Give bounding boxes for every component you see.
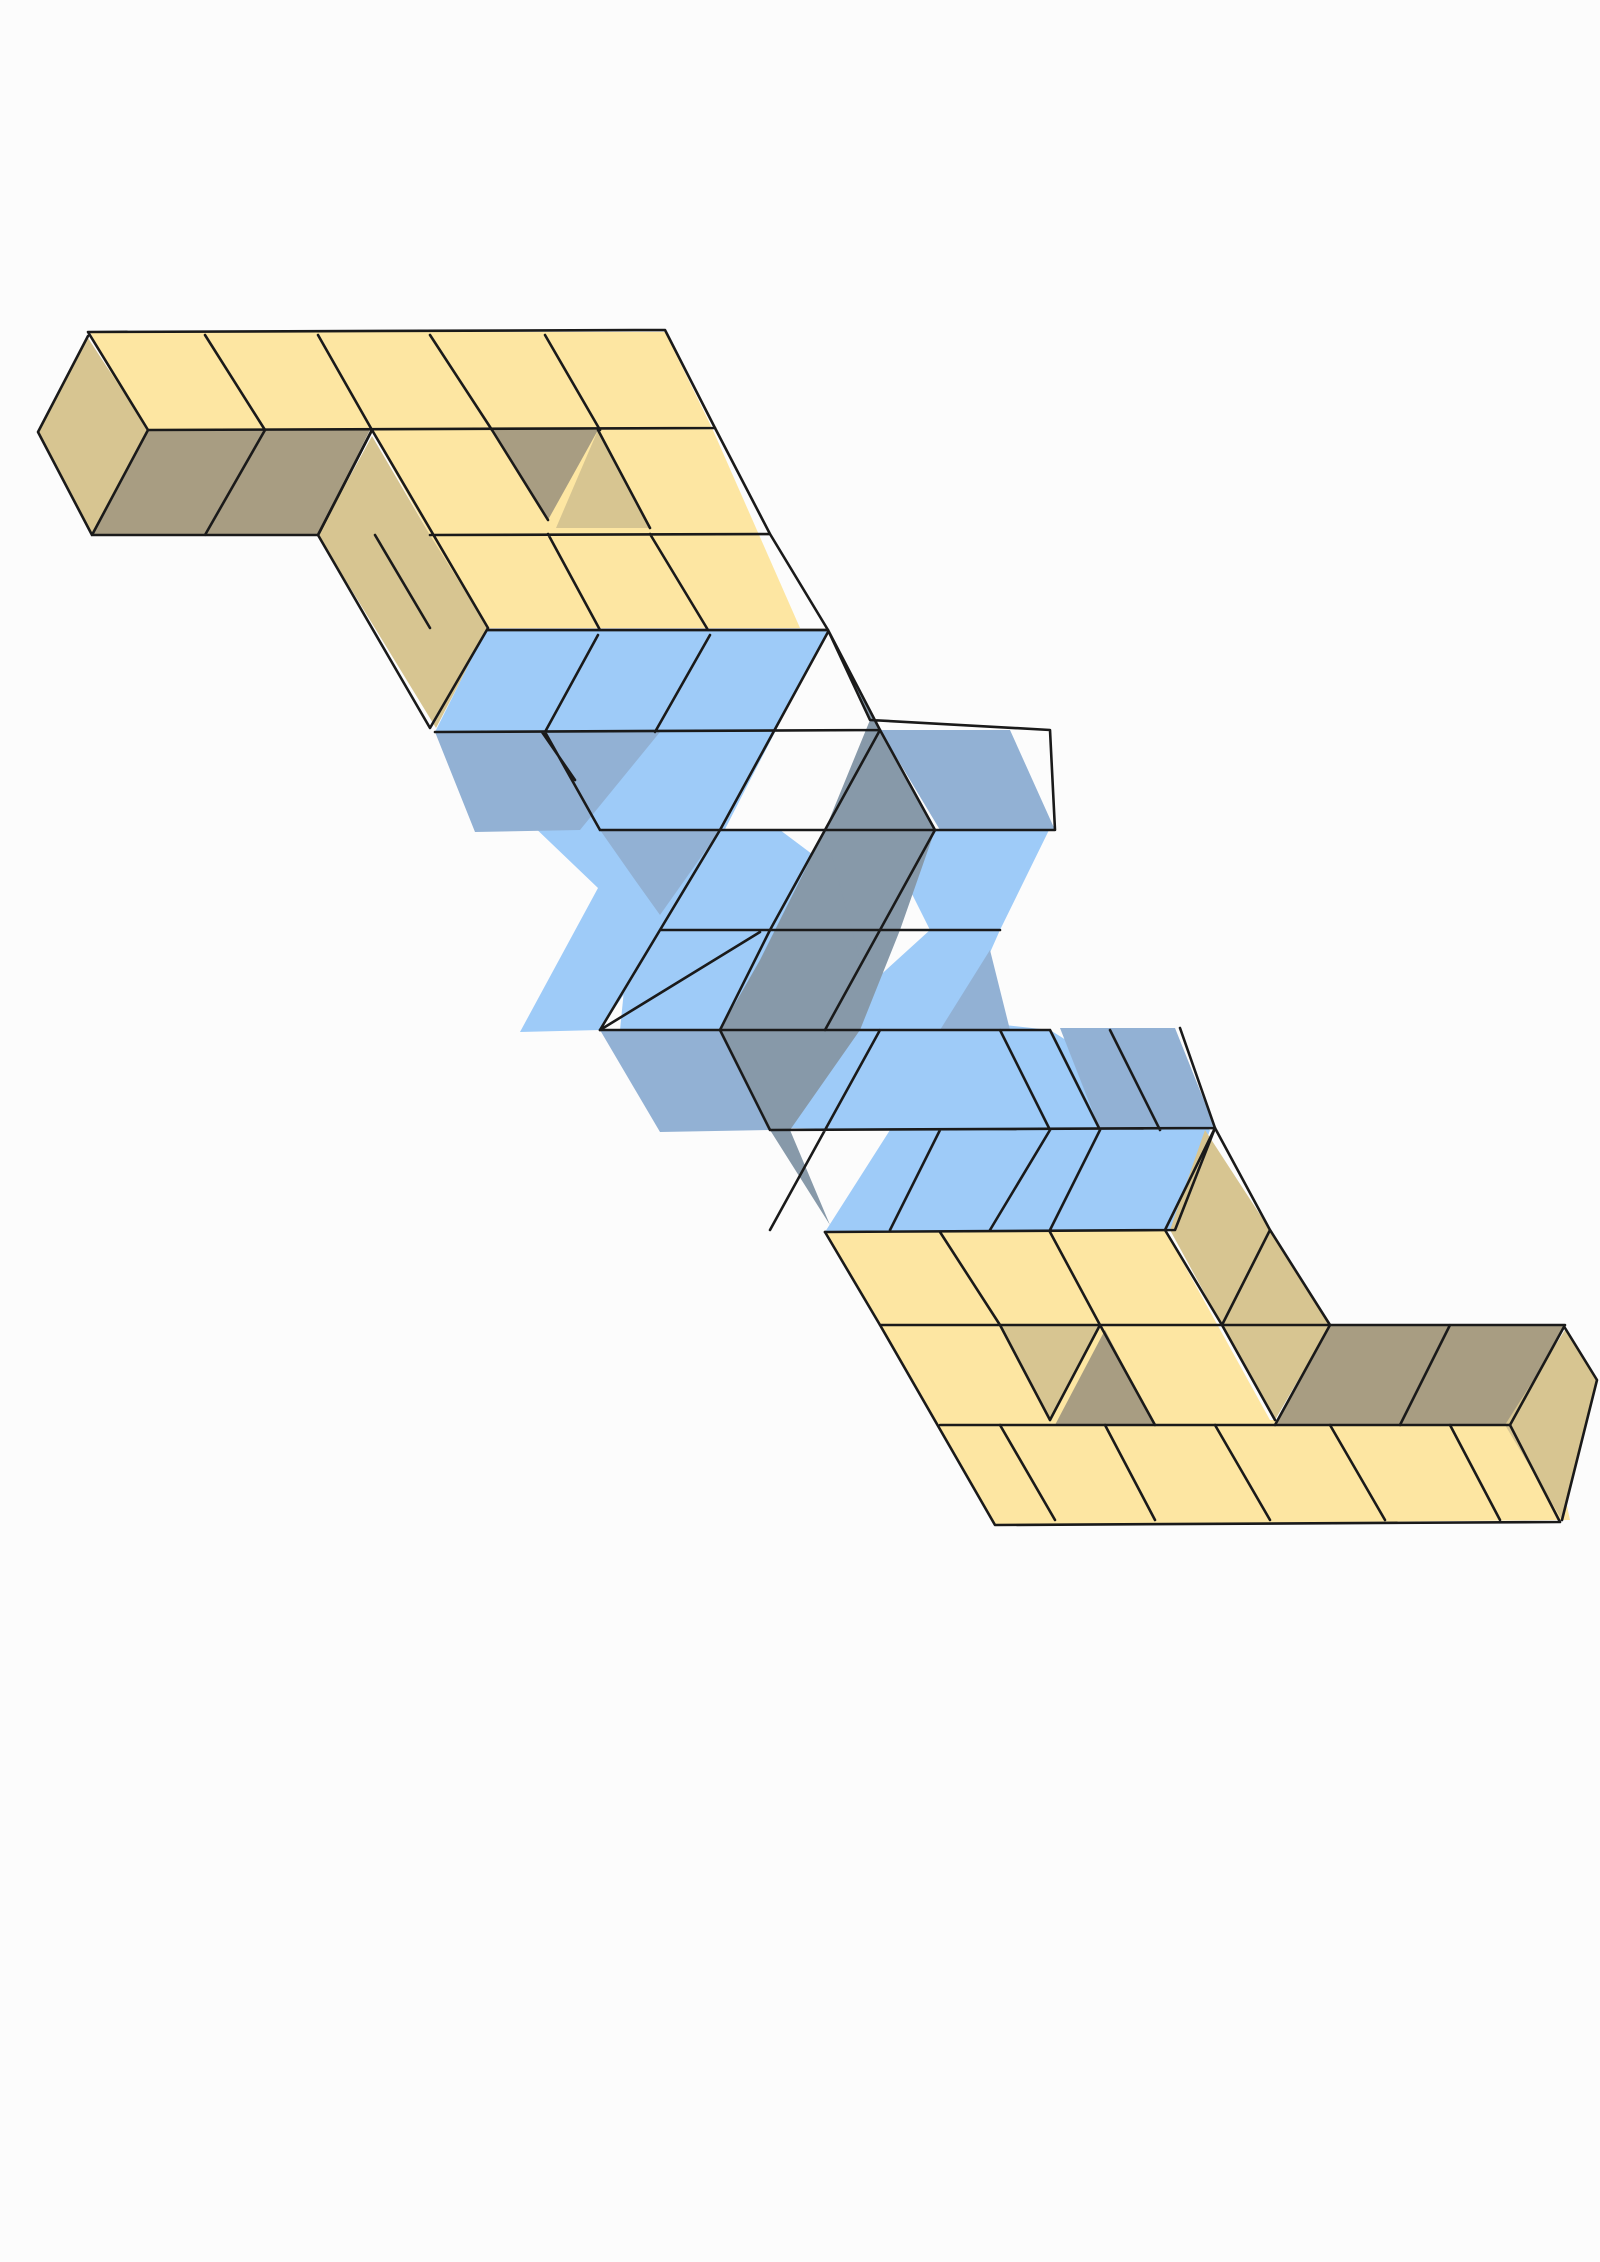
yellow-side-triangle-lower bbox=[1000, 1325, 1100, 1420]
ink-lower-band bbox=[823, 1230, 1562, 1527]
blue-side-right-lower bbox=[940, 950, 1010, 1030]
yellow-diagonal-lower bbox=[825, 1230, 1570, 1525]
yellow-side-triangle-upper bbox=[556, 430, 650, 528]
yellow-dark-triangle-upper bbox=[492, 428, 598, 520]
blue-side-left-lower bbox=[600, 1030, 770, 1132]
blue-dark-diamond bbox=[825, 730, 935, 960]
ink-upper-diagonal bbox=[316, 426, 830, 730]
ink-blue-main bbox=[433, 628, 1057, 832]
blue-side-left-upper bbox=[435, 732, 660, 832]
yellow-side-lower-diagonal bbox=[1170, 1130, 1330, 1420]
ink-lines bbox=[36, 328, 1599, 1527]
yellow-endcap-upper-left bbox=[38, 338, 148, 535]
ink-blue-diagonal bbox=[598, 630, 1002, 1032]
blue-side-left-mid bbox=[600, 830, 720, 915]
blue-side-right-end bbox=[1060, 1028, 1215, 1130]
yellow-dark-triangle-lower bbox=[1055, 1330, 1155, 1425]
yellow-dark-side-upper bbox=[92, 430, 370, 535]
ink-lower-dividers bbox=[938, 1126, 1502, 1522]
yellow-dark-side-lower bbox=[1275, 1325, 1565, 1425]
ink-lower-endcap bbox=[1273, 1323, 1599, 1522]
blue-side-right-upper bbox=[880, 730, 1055, 830]
yellow-endcap-lower-right bbox=[1505, 1330, 1597, 1520]
ink-upper-dividers bbox=[203, 333, 602, 432]
yellow-top-strip-upper bbox=[90, 332, 712, 430]
